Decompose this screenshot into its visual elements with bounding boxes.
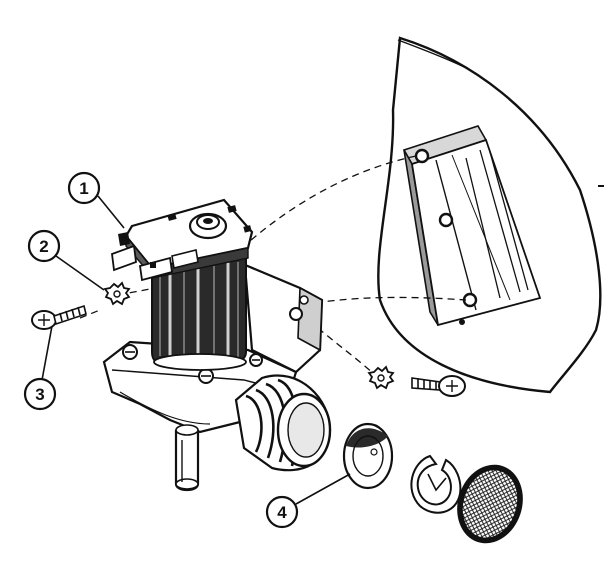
lock-washer-left	[103, 281, 131, 306]
threaded-inlet	[234, 374, 332, 472]
callout-3-label: 3	[35, 385, 44, 404]
mounting-bracket	[402, 125, 542, 327]
strainer-screen	[457, 464, 523, 544]
lock-washer-right	[367, 365, 395, 390]
flange-hole	[289, 307, 303, 321]
coil-terminals	[111, 232, 199, 282]
callout-2-label: 2	[39, 237, 48, 256]
body-screw-left	[122, 344, 138, 360]
callout-4: 4	[265, 473, 351, 529]
solenoid-coil	[111, 198, 254, 371]
callout-2: 2	[27, 229, 105, 291]
valve-body	[102, 340, 298, 492]
bracket-hole-upper	[414, 148, 430, 164]
retaining-clip	[410, 454, 462, 514]
callout-1-label: 1	[79, 179, 88, 198]
bracket-hole-middle	[438, 212, 454, 228]
mounting-screw-left	[31, 304, 87, 330]
body-screw-center	[198, 368, 214, 384]
flow-washer	[342, 422, 394, 490]
body-screw-right	[249, 353, 263, 367]
callout-4-label: 4	[277, 503, 287, 522]
mounting-screw-right	[411, 375, 466, 397]
callout-3: 3	[23, 325, 57, 411]
callout-1: 1	[67, 171, 125, 229]
outlet-nipple	[174, 424, 200, 492]
